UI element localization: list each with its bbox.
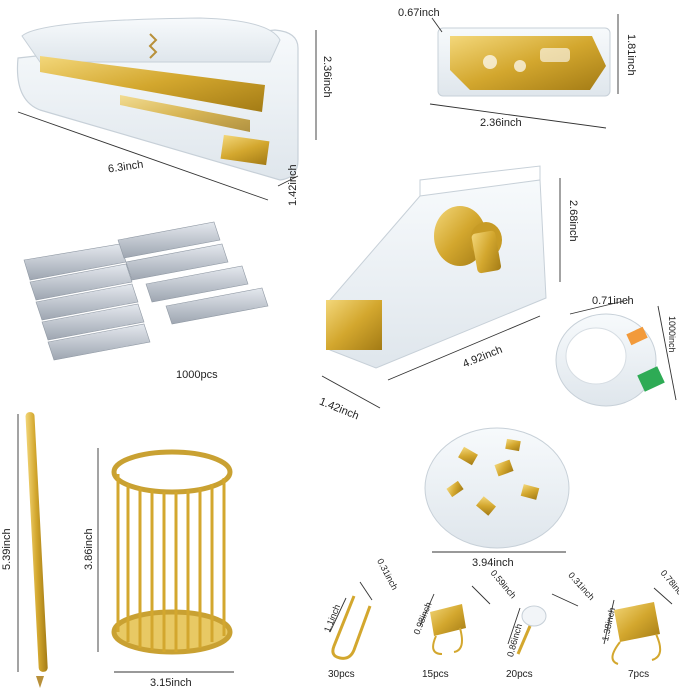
dispenser-height-label: 2.68inch [567, 200, 579, 242]
remover-depth-label: 0.67inch [398, 7, 440, 19]
push-pin-count-label: 20pcs [506, 669, 533, 680]
holder-height-label: 3.86inch [83, 528, 95, 570]
paper-clip-count-label: 30pcs [328, 669, 355, 680]
tin-diameter-label: 3.94inch [472, 557, 514, 569]
stapler-width-label: 1.42inch [287, 164, 299, 206]
holder-diameter-label: 3.15inch [150, 677, 192, 689]
paper-clip [331, 595, 372, 660]
tape-roll [555, 313, 665, 407]
dispenser-dimension-lines [321, 178, 561, 409]
tape-length-label: 1000inch [667, 316, 677, 353]
push-pin [516, 605, 547, 655]
clip-tin [424, 427, 570, 549]
binder-clip-medium [430, 604, 466, 655]
accessory-dimension-lines [329, 581, 673, 645]
tape-width-label: 0.71inch [592, 295, 634, 307]
binder-clip-large [611, 602, 662, 665]
pen-length-label: 5.39inch [1, 528, 13, 570]
staples-stack [23, 221, 269, 361]
binder-medium-count-label: 15pcs [422, 669, 449, 680]
binder-large-count-label: 7pcs [628, 669, 650, 680]
stapler-dimension-lines [17, 30, 317, 201]
stapler [16, 17, 299, 181]
tape-dispenser [326, 165, 547, 369]
pen-holder [111, 449, 233, 655]
remover-dimension-lines [429, 14, 619, 129]
staple-remover [437, 27, 611, 97]
stapler-height-label: 2.36inch [321, 56, 333, 98]
staples-count-label: 1000pcs [176, 369, 218, 381]
remover-height-label: 1.81inch [625, 34, 637, 76]
holder-dimension-lines [97, 448, 234, 673]
remover-length-label: 2.36inch [480, 117, 522, 129]
pen [25, 412, 48, 688]
tape-dimension-lines [569, 299, 677, 401]
